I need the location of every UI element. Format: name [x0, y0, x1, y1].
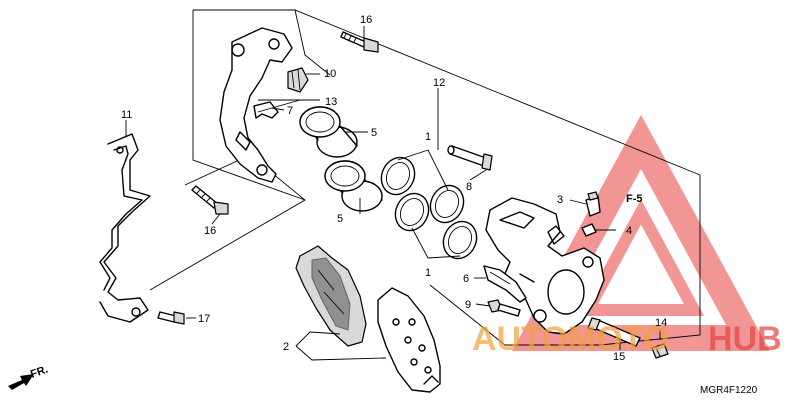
piston-5-lower	[324, 160, 383, 212]
bolt-17	[157, 311, 185, 325]
reference-f5: F-5	[626, 193, 643, 205]
callout-8: 8	[466, 181, 472, 193]
callout-14: 14	[655, 317, 667, 329]
callout-9: 9	[465, 299, 471, 311]
callout-5-lower: 5	[337, 213, 343, 225]
callout-16-lower: 16	[204, 225, 216, 237]
callout-2: 2	[283, 341, 289, 353]
seal-set-1-lower	[394, 192, 478, 260]
callout-10: 10	[324, 68, 336, 80]
callout-13: 13	[325, 96, 337, 108]
callout-1-upper: 1	[425, 131, 431, 143]
callout-16-top: 16	[360, 14, 372, 26]
hose-guide-11	[99, 133, 151, 323]
group-outline-13	[149, 9, 331, 291]
callout-4: 4	[626, 225, 632, 237]
caliper-bracket	[219, 27, 293, 183]
brake-pad-front	[377, 287, 441, 393]
drawing-code: MGR4F1220	[700, 385, 758, 396]
bleeder-3	[585, 191, 601, 217]
pin-8	[447, 145, 493, 171]
watermark-text: AUTOMOTO HUB	[472, 320, 782, 358]
callout-12: 12	[433, 77, 445, 89]
cap-4	[581, 223, 597, 237]
leader-lines	[125, 26, 661, 361]
direction-arrow-front: FR.	[8, 363, 50, 390]
bolt-9	[487, 299, 521, 317]
caliper-body	[485, 197, 605, 335]
watermark-logo	[512, 114, 770, 351]
watermark-text-part1: AUTOMOTO	[472, 320, 669, 358]
callout-3: 3	[557, 194, 563, 206]
pad-spring-6	[483, 265, 527, 303]
callout-7: 7	[287, 105, 293, 117]
watermark-text-part2: HUB	[708, 320, 782, 358]
callout-6: 6	[463, 273, 469, 285]
direction-label: FR.	[29, 363, 50, 380]
callout-15: 15	[613, 351, 625, 363]
callout-17: 17	[198, 313, 210, 325]
piston-5-upper	[299, 106, 358, 158]
callout-5-upper: 5	[371, 127, 377, 139]
plug-14	[651, 343, 669, 359]
seal-set-1-upper	[380, 156, 465, 224]
boot-10	[287, 67, 309, 93]
brake-pad-rear	[295, 245, 367, 347]
callout-1-lower: 1	[425, 267, 431, 279]
bolt-16-top	[340, 31, 379, 53]
callout-labels: 16 10 12 13 7 11 5 1 8 3 F-5 5 16 4 1 6 …	[121, 14, 667, 363]
bolt-16-lower	[191, 185, 229, 215]
callout-11: 11	[121, 109, 132, 121]
pin-15	[587, 317, 641, 347]
